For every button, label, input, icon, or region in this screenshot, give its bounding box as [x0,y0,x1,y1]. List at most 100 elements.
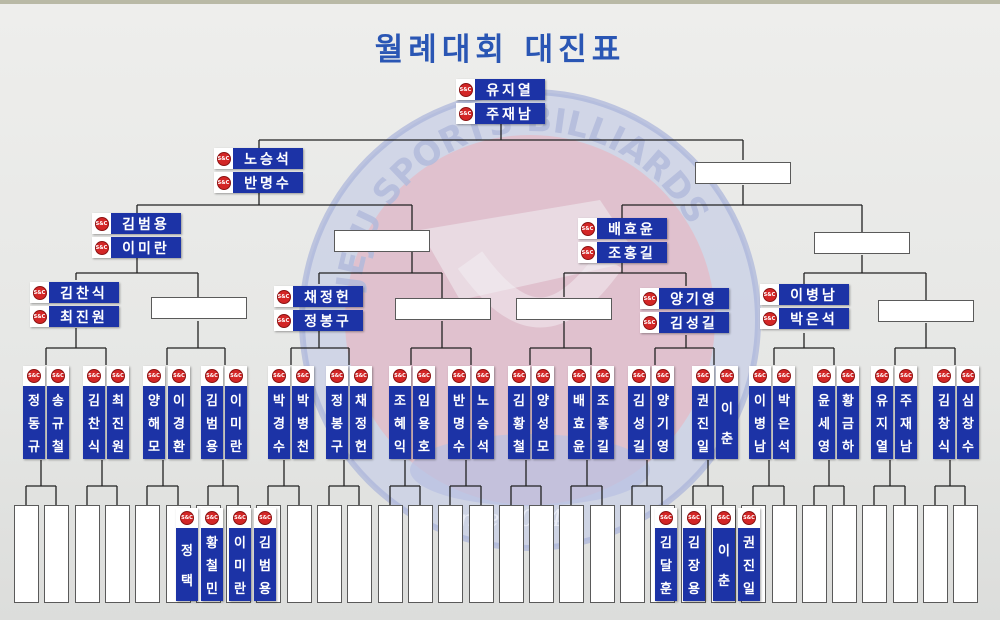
quarterfinal-player-2-plate: S&C 이미란 [92,237,181,258]
quarterfinal-empty-slot [334,230,430,252]
club-emblem-icon: S&C [168,366,190,386]
club-emblem-icon: S&C [389,366,411,386]
club-emblem-icon: S&C [456,103,475,124]
club-emblem-icon: S&C [201,366,223,386]
club-emblem-icon: S&C [92,213,111,234]
player-name: 김성길 [659,312,729,333]
club-emblem-icon: S&C [532,366,554,386]
r64-empty-slot [893,505,918,603]
r16-empty-slot [878,300,974,322]
r64-empty-slot [620,505,645,603]
club-emblem-icon: S&C [760,308,779,329]
quarterfinal-player-1-plate: S&C 배효윤 [578,218,667,239]
r64-empty-slot [953,505,978,603]
club-emblem-icon: S&C [229,508,251,528]
r16-player-2-plate: S&C 박은석 [760,308,849,329]
club-emblem-icon: S&C [292,366,314,386]
quarterfinal-player-2-plate: S&C 조홍길 [578,242,667,263]
r64-empty-slot [590,505,615,603]
player-name: 최진원 [49,306,119,327]
r16-empty-slot [395,298,491,320]
club-emblem-icon: S&C [268,366,290,386]
r64-empty-slot [559,505,584,603]
club-emblem-icon: S&C [274,310,293,331]
player-name: 정봉구 [293,310,363,331]
club-emblem-icon: S&C [957,366,979,386]
club-emblem-icon: S&C [30,306,49,327]
r16-player-2-plate: S&C 정봉구 [274,310,363,331]
r16-player-1-plate: S&C 김찬식 [30,282,119,303]
r64-empty-slot [75,505,100,603]
club-emblem-icon: S&C [749,366,771,386]
club-emblem-icon: S&C [448,366,470,386]
player-name: 이미란 [111,237,181,258]
r64-empty-slot [438,505,463,603]
club-emblem-icon: S&C [592,366,614,386]
player-name: 김범용 [111,213,181,234]
player-name: 채정헌 [293,286,363,307]
final-player-1-plate: S&C 유지열 [456,79,545,100]
club-emblem-icon: S&C [92,237,111,258]
player-name: 김찬식 [49,282,119,303]
r64-empty-slot [14,505,39,603]
r64-empty-slot [772,505,797,603]
club-emblem-icon: S&C [201,508,223,528]
club-emblem-icon: S&C [350,366,372,386]
board-top-edge [0,0,1000,4]
club-emblem-icon: S&C [628,366,650,386]
final-player-2-plate: S&C 주재남 [456,103,545,124]
club-emblem-icon: S&C [326,366,348,386]
club-emblem-icon: S&C [837,366,859,386]
club-emblem-icon: S&C [738,508,760,528]
r64-empty-slot [317,505,342,603]
r16-player-1-plate: S&C 이병남 [760,284,849,305]
club-emblem-icon: S&C [30,282,49,303]
club-emblem-icon: S&C [652,366,674,386]
r64-empty-slot [499,505,524,603]
